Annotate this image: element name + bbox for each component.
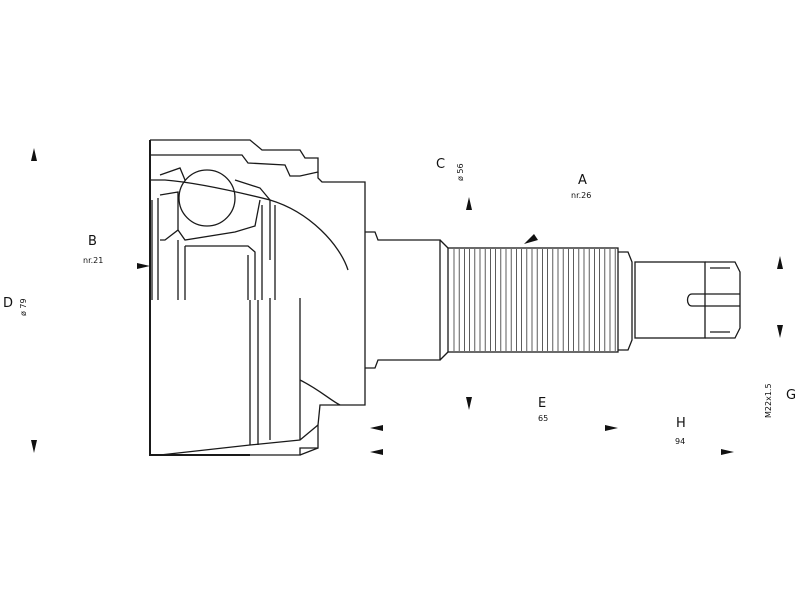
label-B-letter: B bbox=[88, 234, 97, 249]
cage-and-ball bbox=[151, 167, 276, 300]
dimension-arrows bbox=[31, 148, 783, 455]
label-A-letter: A bbox=[578, 173, 587, 188]
label-H-value: 94 bbox=[675, 437, 686, 446]
label-E-letter: E bbox=[538, 396, 547, 411]
label-A-value: nr.26 bbox=[571, 191, 592, 200]
label-B-value: nr.21 bbox=[83, 256, 104, 265]
splined-section bbox=[447, 247, 633, 353]
shaft-neck bbox=[365, 231, 449, 369]
label-D-letter: D bbox=[3, 296, 14, 311]
label-C-value: ø 56 bbox=[456, 163, 465, 181]
threaded-end bbox=[634, 261, 741, 339]
label-E-value: 65 bbox=[538, 414, 549, 423]
label-H-letter: H bbox=[676, 416, 686, 431]
label-C-letter: C bbox=[436, 157, 446, 172]
label-G-value: M22x1.5 bbox=[764, 383, 773, 418]
label-G-letter: G bbox=[786, 388, 797, 403]
label-D-value: ø 79 bbox=[19, 298, 28, 316]
